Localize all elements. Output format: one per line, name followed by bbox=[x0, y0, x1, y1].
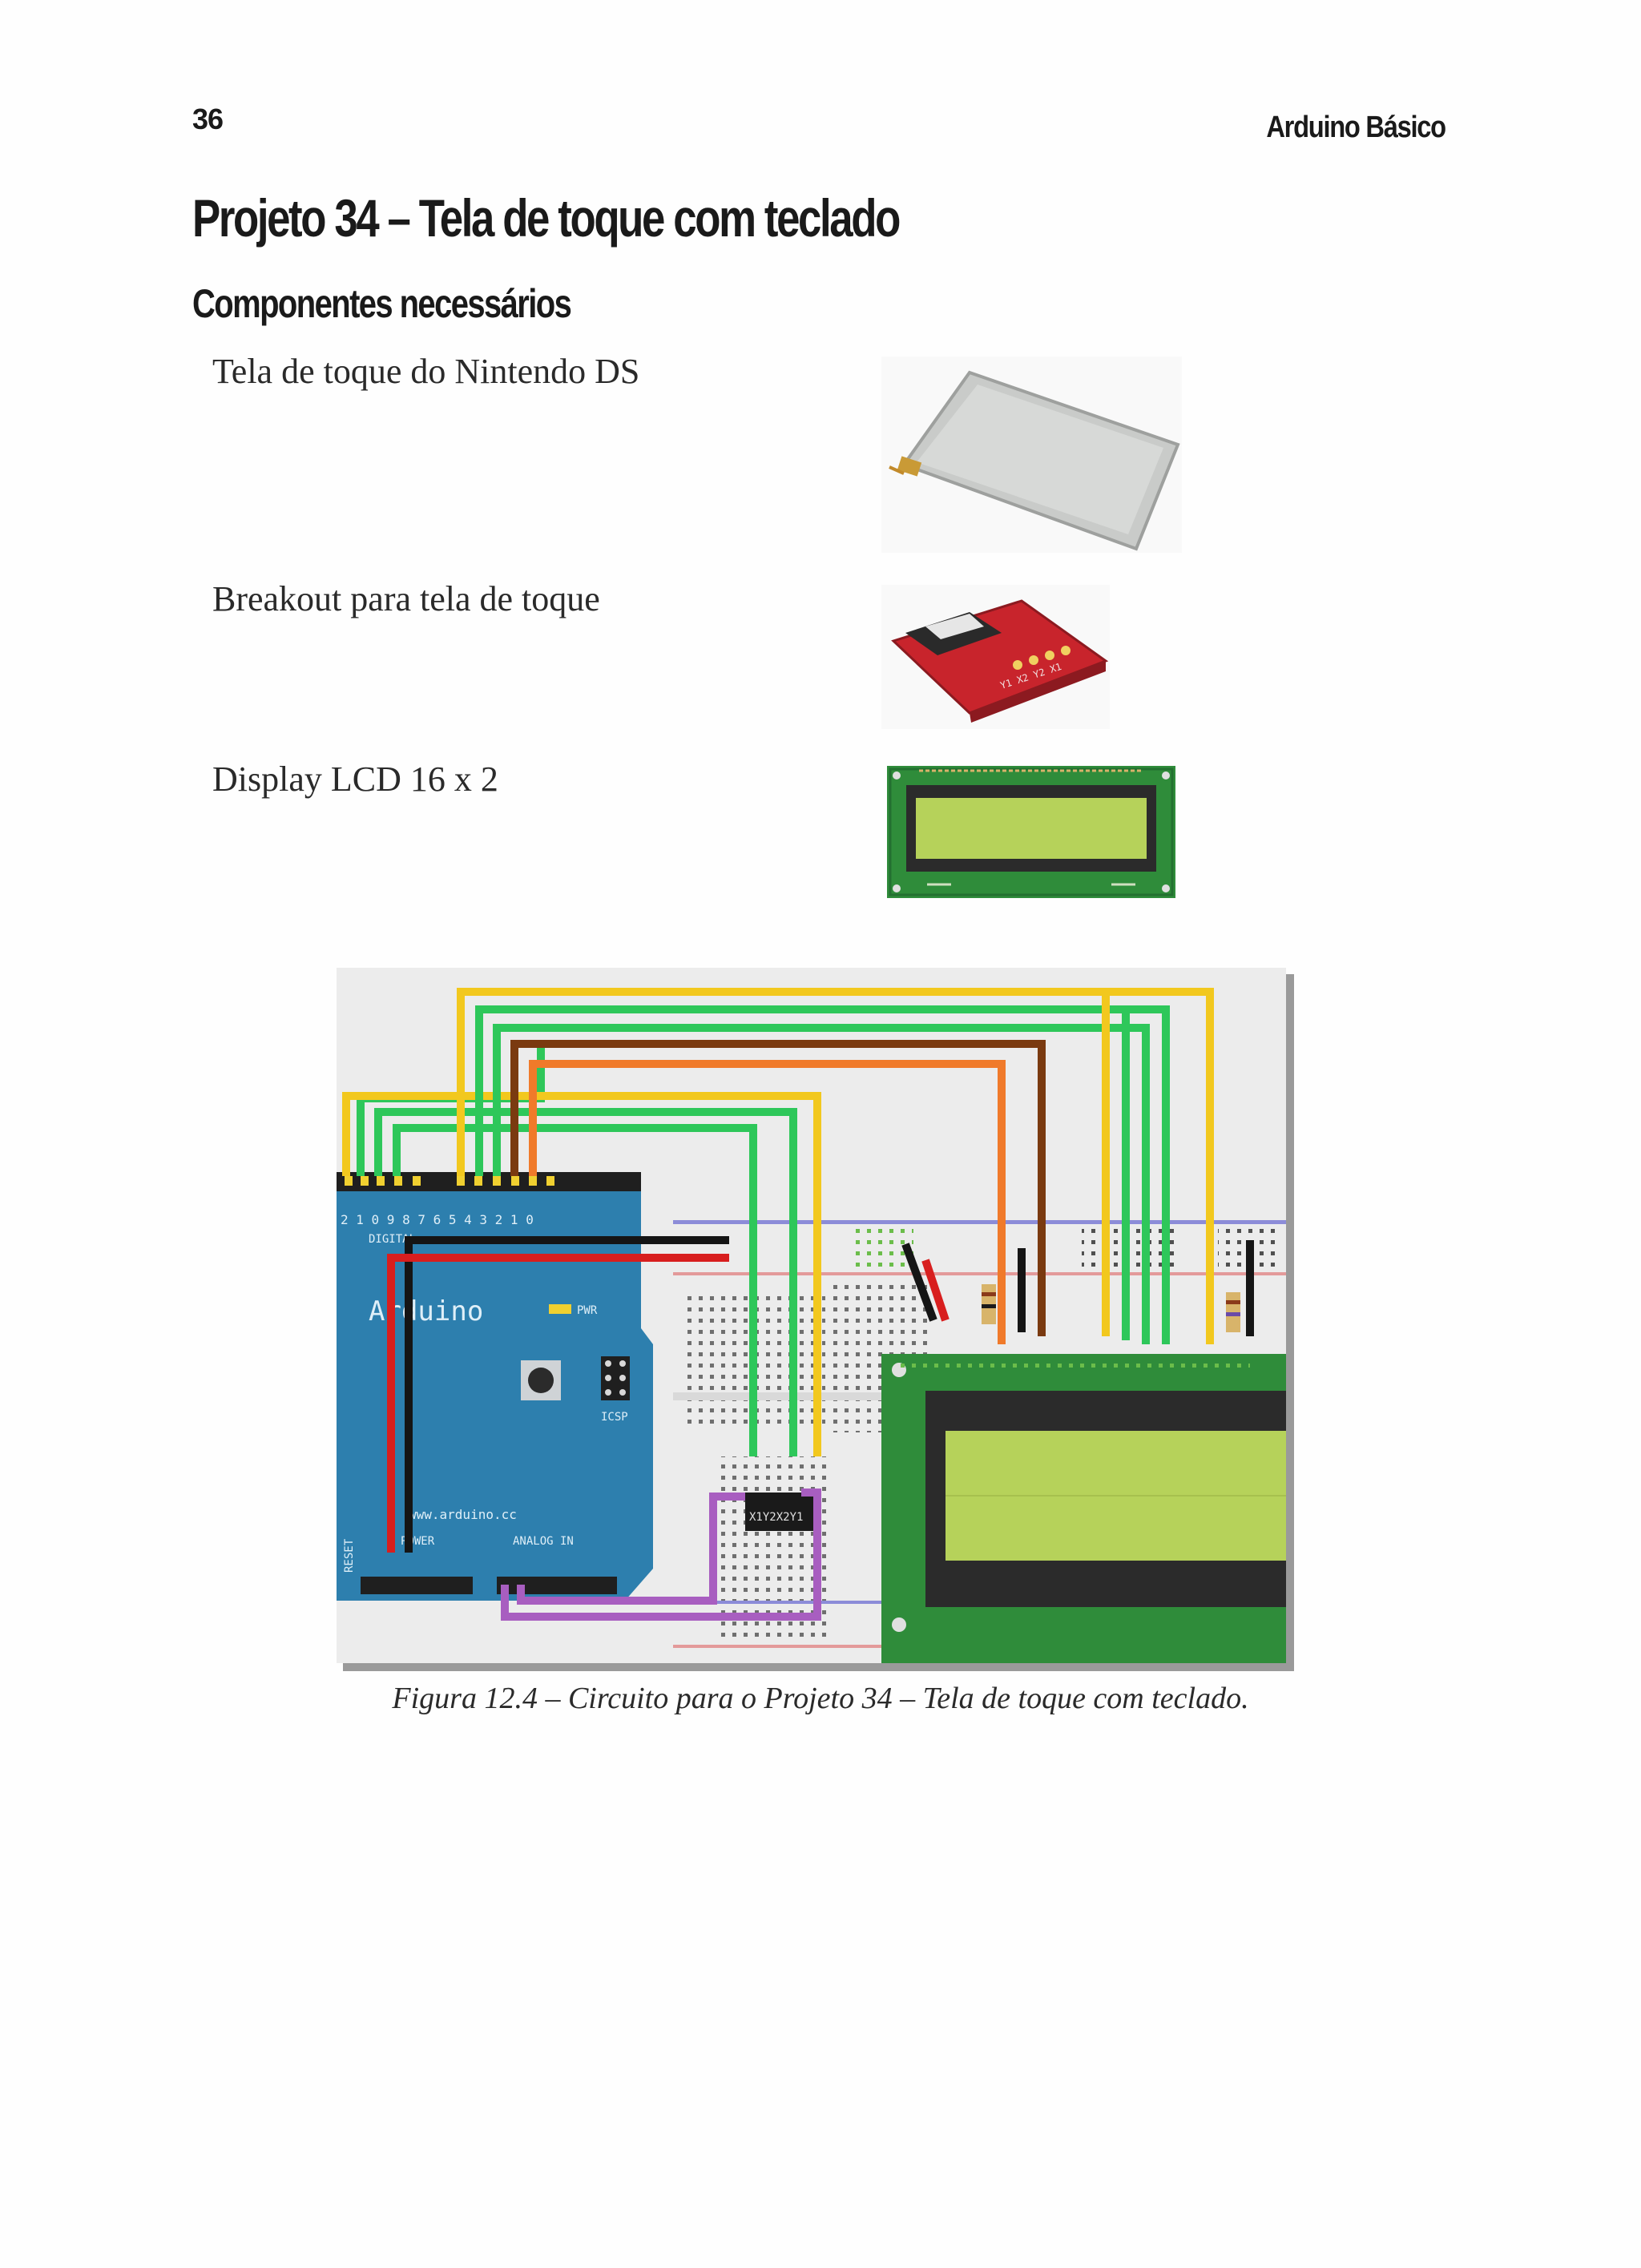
component-label-touchscreen: Tela de toque do Nintendo DS bbox=[212, 352, 640, 391]
arduino-brand: Arduino bbox=[369, 1295, 483, 1327]
lcd-display-photo-icon bbox=[887, 766, 1175, 898]
section-subtitle: Componentes necessários bbox=[192, 281, 572, 326]
component-label-breakout: Breakout para tela de toque bbox=[212, 579, 600, 618]
icsp-label: ICSP bbox=[601, 1411, 628, 1424]
pwr-label: PWR bbox=[577, 1304, 598, 1317]
digital-label: DIGITAL bbox=[369, 1233, 416, 1246]
circuit-figure: 2 1 0 9 8 7 6 5 4 3 2 1 0 DIGITAL Arduin… bbox=[337, 968, 1294, 1671]
component-label-lcd: Display LCD 16 x 2 bbox=[212, 759, 498, 799]
analog-label: ANALOG IN bbox=[513, 1535, 574, 1548]
reset-label: RESET bbox=[343, 1538, 356, 1573]
ic-chip-label: X1Y2X2Y1 bbox=[749, 1511, 803, 1524]
breakout-board-photo-icon: Y1 X2 Y2 X1 bbox=[881, 585, 1110, 729]
page-number: 36 bbox=[192, 103, 224, 135]
running-header: Arduino Básico bbox=[1266, 111, 1447, 144]
figure-caption: Figura 12.4 – Circuito para o Projeto 34… bbox=[392, 1682, 1249, 1715]
touchscreen-photo-icon bbox=[881, 357, 1182, 553]
arduino-board bbox=[337, 1172, 653, 1601]
url-label: www.arduino.cc bbox=[409, 1507, 517, 1522]
section-title: Projeto 34 – Tela de toque com teclado bbox=[192, 188, 901, 248]
svg-text:2 1 0 9 8 7 6 5 4 3 2 1 0: 2 1 0 9 8 7 6 5 4 3 2 1 0 bbox=[341, 1212, 534, 1227]
ic-chip bbox=[745, 1493, 817, 1531]
